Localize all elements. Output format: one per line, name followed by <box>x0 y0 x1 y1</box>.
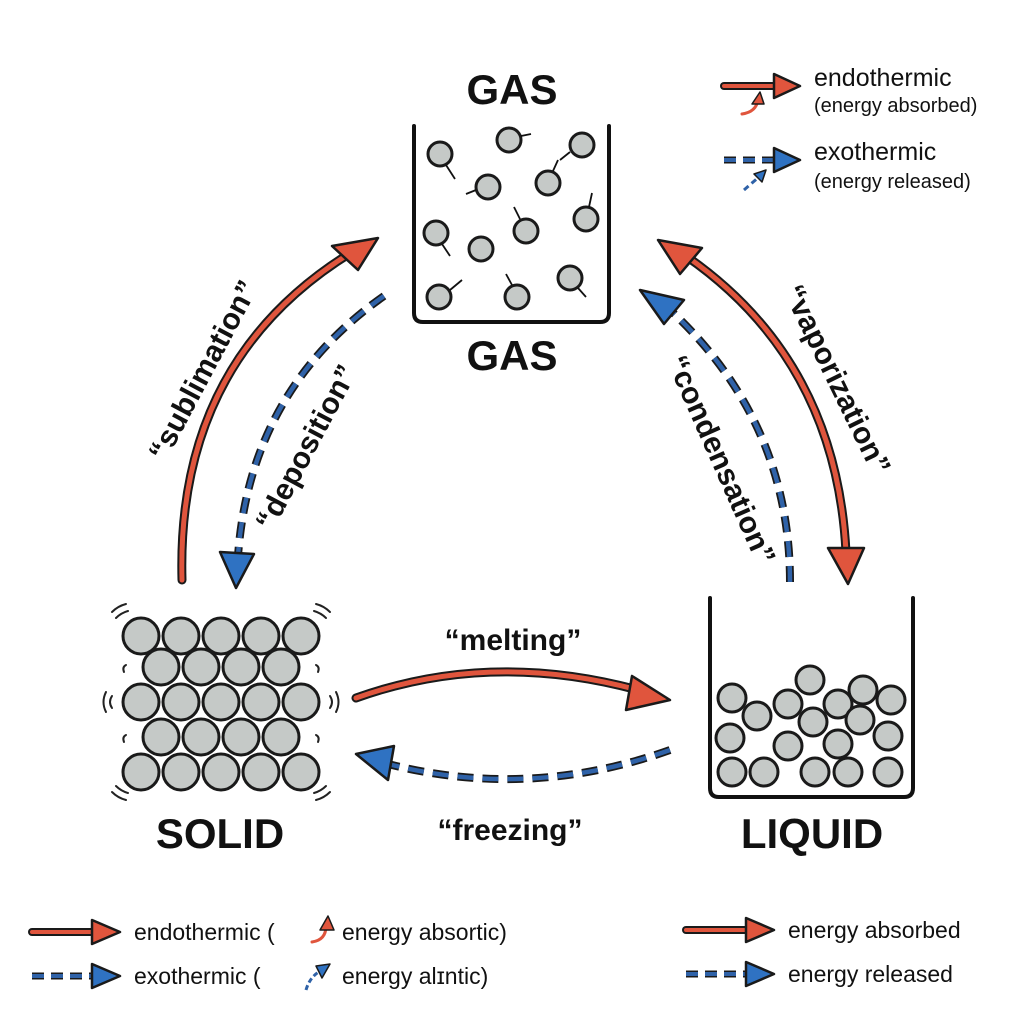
legend-bl-endo-arrow <box>28 918 122 946</box>
gas-container <box>412 124 611 324</box>
legend-bl-endo-small-arrow <box>310 915 335 944</box>
legend-br-exo-arrow <box>686 960 776 988</box>
freezing-arrow <box>354 744 672 784</box>
legend-bottom-right: energy absorbed energy released <box>682 916 961 988</box>
vaporization-arrow <box>656 238 866 586</box>
legend-bottom-left: endothermic ( energy absortic) exothermi… <box>28 915 507 991</box>
gas-title-top: GAS <box>466 66 557 113</box>
freezing-label: “freezing” <box>437 814 582 847</box>
legend-bl-exo-small-arrow <box>304 963 331 991</box>
legend-bl-exo-text: exothermic ( <box>134 963 261 989</box>
gas-particle <box>426 140 456 180</box>
liquid-particles <box>714 664 907 788</box>
legend-exo-arrow <box>724 146 802 192</box>
gas-particle <box>422 219 451 257</box>
gas-particle <box>572 192 600 233</box>
liquid-label: LIQUID <box>741 810 883 857</box>
legend-br-absorbed: energy absorbed <box>788 917 961 943</box>
solid-lattice <box>121 616 321 792</box>
gas-particle <box>503 273 531 311</box>
sublimation-arrow <box>177 236 380 585</box>
legend-exothermic-title: exothermic <box>814 138 936 166</box>
legend-endo-arrow <box>720 72 802 116</box>
melting-arrow <box>351 667 672 712</box>
liquid-container <box>708 596 915 799</box>
legend-bl-endo-text-2: energy absortic) <box>342 919 507 945</box>
gas-particle <box>512 206 540 245</box>
deposition-label: “deposition” <box>249 360 363 536</box>
deposition-arrow <box>218 292 387 590</box>
gas-particle <box>534 159 562 197</box>
legend-endothermic-sub: (energy absorbed) <box>814 95 977 117</box>
legend-endothermic-title: endothermic <box>814 64 952 92</box>
gas-particle <box>556 264 587 298</box>
condensation-arrow <box>638 288 794 583</box>
legend-top-right: endothermic (energy absorbed) exothermic… <box>720 64 977 193</box>
vibration-marks <box>102 603 340 801</box>
gas-particle <box>495 126 532 154</box>
melting-label: “melting” <box>445 624 582 657</box>
gas-particle <box>465 173 502 201</box>
gas-particles <box>422 126 600 311</box>
legend-bl-endo-text: endothermic ( <box>134 919 275 945</box>
gas-particle <box>559 131 596 161</box>
gas-title-bottom: GAS <box>466 332 557 379</box>
vaporization-label: “vaporization” <box>776 280 896 480</box>
condensation-label: “condensation” <box>660 351 782 570</box>
legend-bl-exo-text-2: energy alɪntic) <box>342 963 488 989</box>
legend-br-released: energy released <box>788 961 953 987</box>
legend-exothermic-sub: (energy released) <box>814 171 971 193</box>
gas-particle <box>467 235 495 263</box>
legend-br-endo-arrow <box>682 916 776 944</box>
legend-bl-exo-arrow <box>32 962 122 990</box>
solid-label: SOLID <box>156 810 284 857</box>
gas-particle <box>425 279 463 311</box>
